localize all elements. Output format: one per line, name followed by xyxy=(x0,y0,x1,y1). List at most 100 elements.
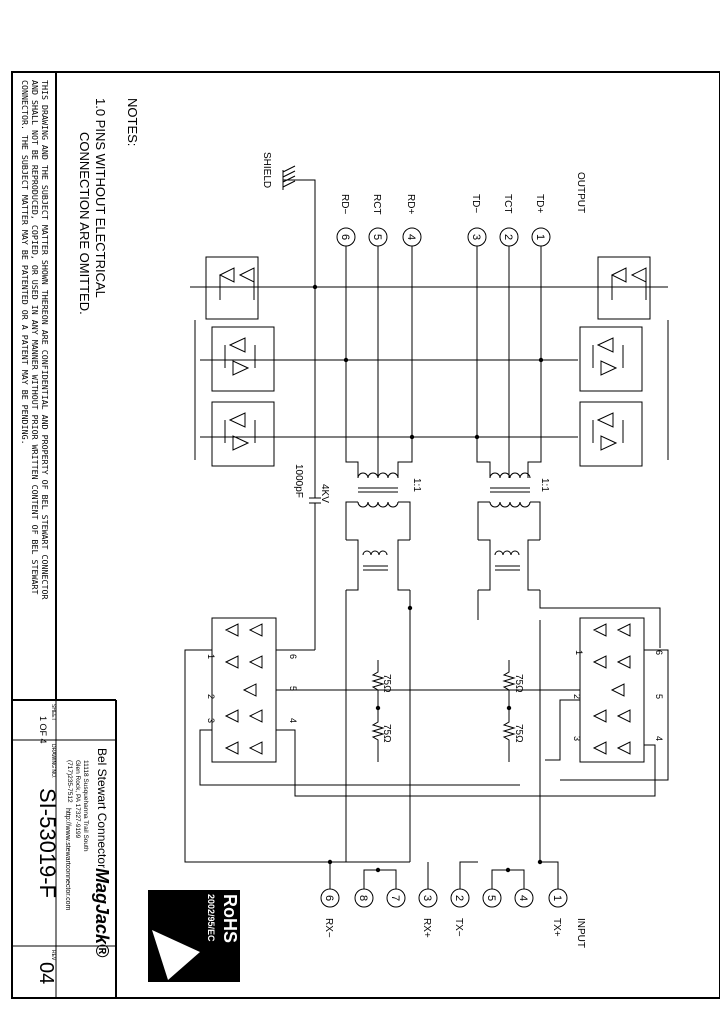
output-label-5: RCT xyxy=(371,194,382,215)
input-pin-num-1: 1 xyxy=(551,895,563,901)
hv-cap-label: 4KV xyxy=(319,484,330,503)
input-label-tx-minus: TX− xyxy=(453,918,464,937)
bridge-right-pin-1: 1 xyxy=(574,650,584,655)
wire-shield xyxy=(283,179,316,498)
diode-icon-l2 xyxy=(224,412,256,451)
company-name: Bel Stewart Connector xyxy=(95,748,109,868)
bridge-left-diodes-icon xyxy=(224,623,263,755)
wire-lower-4 xyxy=(560,649,669,781)
component-labels: 1:1 1:1 4KV 1000pF 75Ω 75Ω 75Ω 75Ω xyxy=(293,464,550,743)
confidential-line-1: THIS DRAWING AND THE SUBJECT MATTER SHOW… xyxy=(40,80,50,600)
bridge-right-pin-6: 6 xyxy=(654,650,664,655)
notes-line-2: CONNECTION ARE OMITTED. xyxy=(77,132,92,315)
rohs-text: RoHS xyxy=(220,894,240,943)
choke-tx-icon xyxy=(477,539,661,648)
bridge-right-pin-4: 4 xyxy=(654,736,664,741)
output-pin-num-5: 5 xyxy=(371,234,383,240)
notes-block: NOTES: 1.0 PINS WITHOUT ELECTRICAL CONNE… xyxy=(77,98,140,315)
resistor-label-4: 75Ω xyxy=(513,724,524,743)
diode-icon-r1 xyxy=(592,337,624,376)
esd-box-top-left xyxy=(205,256,259,320)
rev-label: REV xyxy=(50,950,56,961)
input-pin-6 xyxy=(320,888,340,908)
resistor-3-icon xyxy=(502,660,516,708)
wire-rd-minus xyxy=(345,246,359,478)
ratio-label-tx: 1:1 xyxy=(539,478,550,492)
input-pin-8 xyxy=(354,888,374,908)
diode-box-left-1 xyxy=(211,326,275,392)
input-pin-4 xyxy=(514,888,534,908)
wire-input-45 xyxy=(491,869,525,889)
input-pin-num-5: 5 xyxy=(485,895,497,901)
resistor-4-icon xyxy=(502,708,516,762)
notes-heading: NOTES: xyxy=(125,98,140,146)
transformer-tx-top-icon xyxy=(477,472,541,540)
bridge-pin-labels: 1 2 3 4 5 6 1 2 3 4 5 6 xyxy=(206,650,664,741)
input-pin-num-2: 2 xyxy=(453,895,465,901)
sheet-label: SHEET xyxy=(50,704,56,721)
input-pin-7 xyxy=(386,888,406,908)
output-label-4: RD+ xyxy=(405,194,416,214)
bridge-left-pin-5: 5 xyxy=(288,686,298,691)
input-pin-num-4: 4 xyxy=(517,895,529,901)
bridge-left-pin-1: 1 xyxy=(206,654,216,659)
bridge-left-pin-4: 4 xyxy=(288,718,298,723)
diode-box-right-2 xyxy=(579,401,643,467)
input-pin-numbers: 1 4 5 2 3 7 8 6 xyxy=(323,895,563,901)
diode-icon-l1 xyxy=(224,337,256,376)
wire-lower-1 xyxy=(184,649,580,863)
resistor-1-icon xyxy=(371,660,385,708)
title-block: Bel Stewart Connector 11118 Susquehanna … xyxy=(35,704,240,984)
shield-label: SHIELD xyxy=(261,152,272,188)
wire-lower-5 xyxy=(545,699,580,761)
wire-td-minus xyxy=(476,246,491,478)
input-pin-num-8: 8 xyxy=(357,895,369,901)
input-title: INPUT xyxy=(575,918,586,948)
company-address-2: Glen Rock, PA 17327-9199 xyxy=(74,760,81,839)
hv-capacitor-icon xyxy=(309,497,321,650)
confidential-line-3: CONNECTOR. THE SUBJECT MATTER MAY BE PAT… xyxy=(20,80,30,445)
tvs-icon-tr xyxy=(610,267,647,300)
bridge-left-pin-3: 3 xyxy=(206,718,216,723)
output-pin-labels: OUTPUT TD+ TCT TD− RD+ RCT RD− SHIELD xyxy=(261,152,586,215)
bridge-left-pin-6: 6 xyxy=(288,654,298,659)
shield-ground-icon xyxy=(282,165,296,190)
input-pin-labels: INPUT TX+ TX− RX+ RX− xyxy=(323,918,586,948)
bridge-right-diodes-icon xyxy=(592,623,631,755)
wire-lower-2 xyxy=(276,729,656,797)
bridge-left-pin-2: 2 xyxy=(206,694,216,699)
choke-rx-icon xyxy=(345,539,411,862)
output-label-3: TD− xyxy=(470,194,481,213)
confidential-line-2: AND SHALL NOT BE REPRODUCED, COPIED, OR … xyxy=(30,80,40,595)
output-label-1: TD+ xyxy=(534,194,545,213)
diode-icon-r2 xyxy=(592,412,624,451)
wire-rd-plus xyxy=(397,246,413,478)
cap-value-label: 1000pF xyxy=(293,464,304,498)
transformer-rx-top-icon xyxy=(345,472,411,540)
output-pin-numbers: 1 2 3 4 5 6 xyxy=(339,234,546,240)
wire-td-plus xyxy=(527,246,542,478)
drawing-label: DRAWING NO. xyxy=(50,744,56,778)
brand-logo: MagJack® xyxy=(92,868,112,958)
diode-box-left-2 xyxy=(211,401,275,467)
bridge-right-pin-3: 3 xyxy=(572,736,582,741)
ratio-label-rx: 1:1 xyxy=(411,478,422,492)
tvs-icon-tl xyxy=(218,267,255,300)
output-title: OUTPUT xyxy=(575,172,586,213)
wire-input-1 xyxy=(539,620,559,889)
output-pin-num-4: 4 xyxy=(405,234,417,240)
resistor-2-icon xyxy=(371,708,385,762)
confidential-notice: THIS DRAWING AND THE SUBJECT MATTER SHOW… xyxy=(20,80,50,600)
bus-line-4 xyxy=(194,320,669,460)
input-pin-num-7: 7 xyxy=(389,895,401,901)
input-pin-3 xyxy=(418,888,438,908)
input-label-rx-minus: RX− xyxy=(323,918,334,938)
output-pin-num-2: 2 xyxy=(502,234,514,240)
bridge-right-pin-2: 2 xyxy=(572,694,582,699)
wire-input-2 xyxy=(459,861,478,889)
input-label-rx-plus: RX+ xyxy=(421,918,432,938)
sheet-value: 1 OF 4 xyxy=(38,716,48,744)
company-phone: (717)235-7512 xyxy=(66,760,73,803)
rev-value: 04 xyxy=(35,962,57,984)
